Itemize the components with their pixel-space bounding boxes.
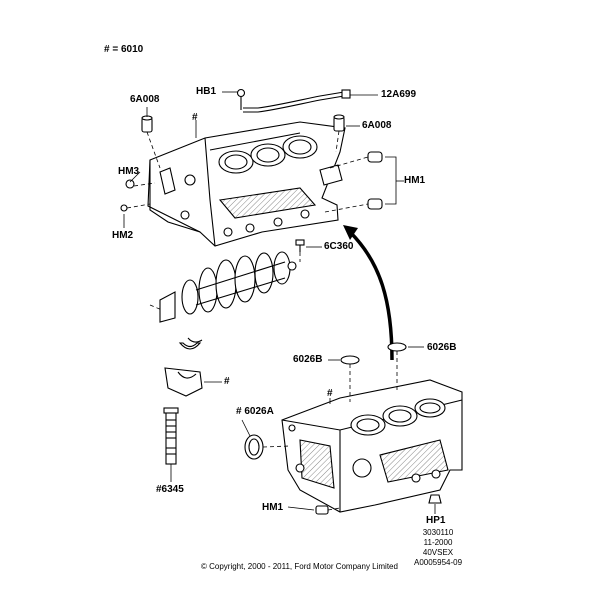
hm1-plug-lower [315, 505, 329, 515]
callout-6345: #6345 [156, 484, 184, 495]
block-lower-ref: # [327, 388, 333, 399]
main-bearing-cap [164, 367, 203, 397]
core-plug-right [387, 342, 407, 352]
assembly-arrow [343, 225, 394, 361]
reference-line-2: 11-2000 [423, 538, 453, 547]
dowel-left [141, 115, 153, 133]
callout-12a699: 12A699 [381, 89, 417, 100]
core-plug-left [340, 355, 360, 365]
block-upper-ref: # [192, 112, 198, 123]
callout-hp1: HP1 [426, 515, 446, 526]
crankshaft [159, 251, 297, 323]
reference-line-1: 3030110 [422, 528, 454, 537]
group-label: # = 6010 [104, 44, 144, 55]
callout-hm1: HM1 [404, 175, 426, 186]
callout-6026a: # 6026A [236, 406, 274, 417]
leader-lines [123, 91, 436, 514]
alignment-dashes [126, 130, 398, 511]
stud-6345 [163, 407, 179, 465]
callout-6026b-left: 6026B [293, 354, 323, 365]
wire-harness [236, 88, 351, 113]
reference-line-4: A0005954-09 [414, 558, 463, 567]
reference-block: 3030110 11-2000 40VSEX A0005954-09 [414, 528, 462, 568]
cap-ref: # [224, 376, 230, 387]
bolt-6c360 [295, 239, 305, 252]
callout-hm1-lower: HM1 [262, 502, 284, 513]
copyright-footer: © Copyright, 2000 - 2011, Ford Motor Com… [201, 562, 398, 571]
hm2-plug [120, 204, 128, 212]
dowel-right [333, 114, 345, 132]
bearing-halves [178, 337, 203, 350]
upper-cylinder-block [147, 121, 346, 247]
callout-6c360: 6C360 [324, 241, 354, 252]
hp1-plug [428, 494, 442, 504]
rear-seal [244, 434, 264, 460]
callout-hm2: HM2 [112, 230, 134, 241]
lower-cylinder-block [281, 379, 463, 513]
callout-6026b-right: 6026B [427, 342, 457, 353]
callout-hb1: HB1 [196, 86, 217, 97]
hm3-plug [125, 179, 135, 189]
callout-6a008-left: 6A008 [130, 94, 160, 105]
callout-6a008-right: 6A008 [362, 120, 392, 131]
reference-line-3: 40VSEX [422, 548, 454, 557]
hm1-plug-upper [367, 151, 383, 210]
callout-hm3: HM3 [118, 166, 140, 177]
